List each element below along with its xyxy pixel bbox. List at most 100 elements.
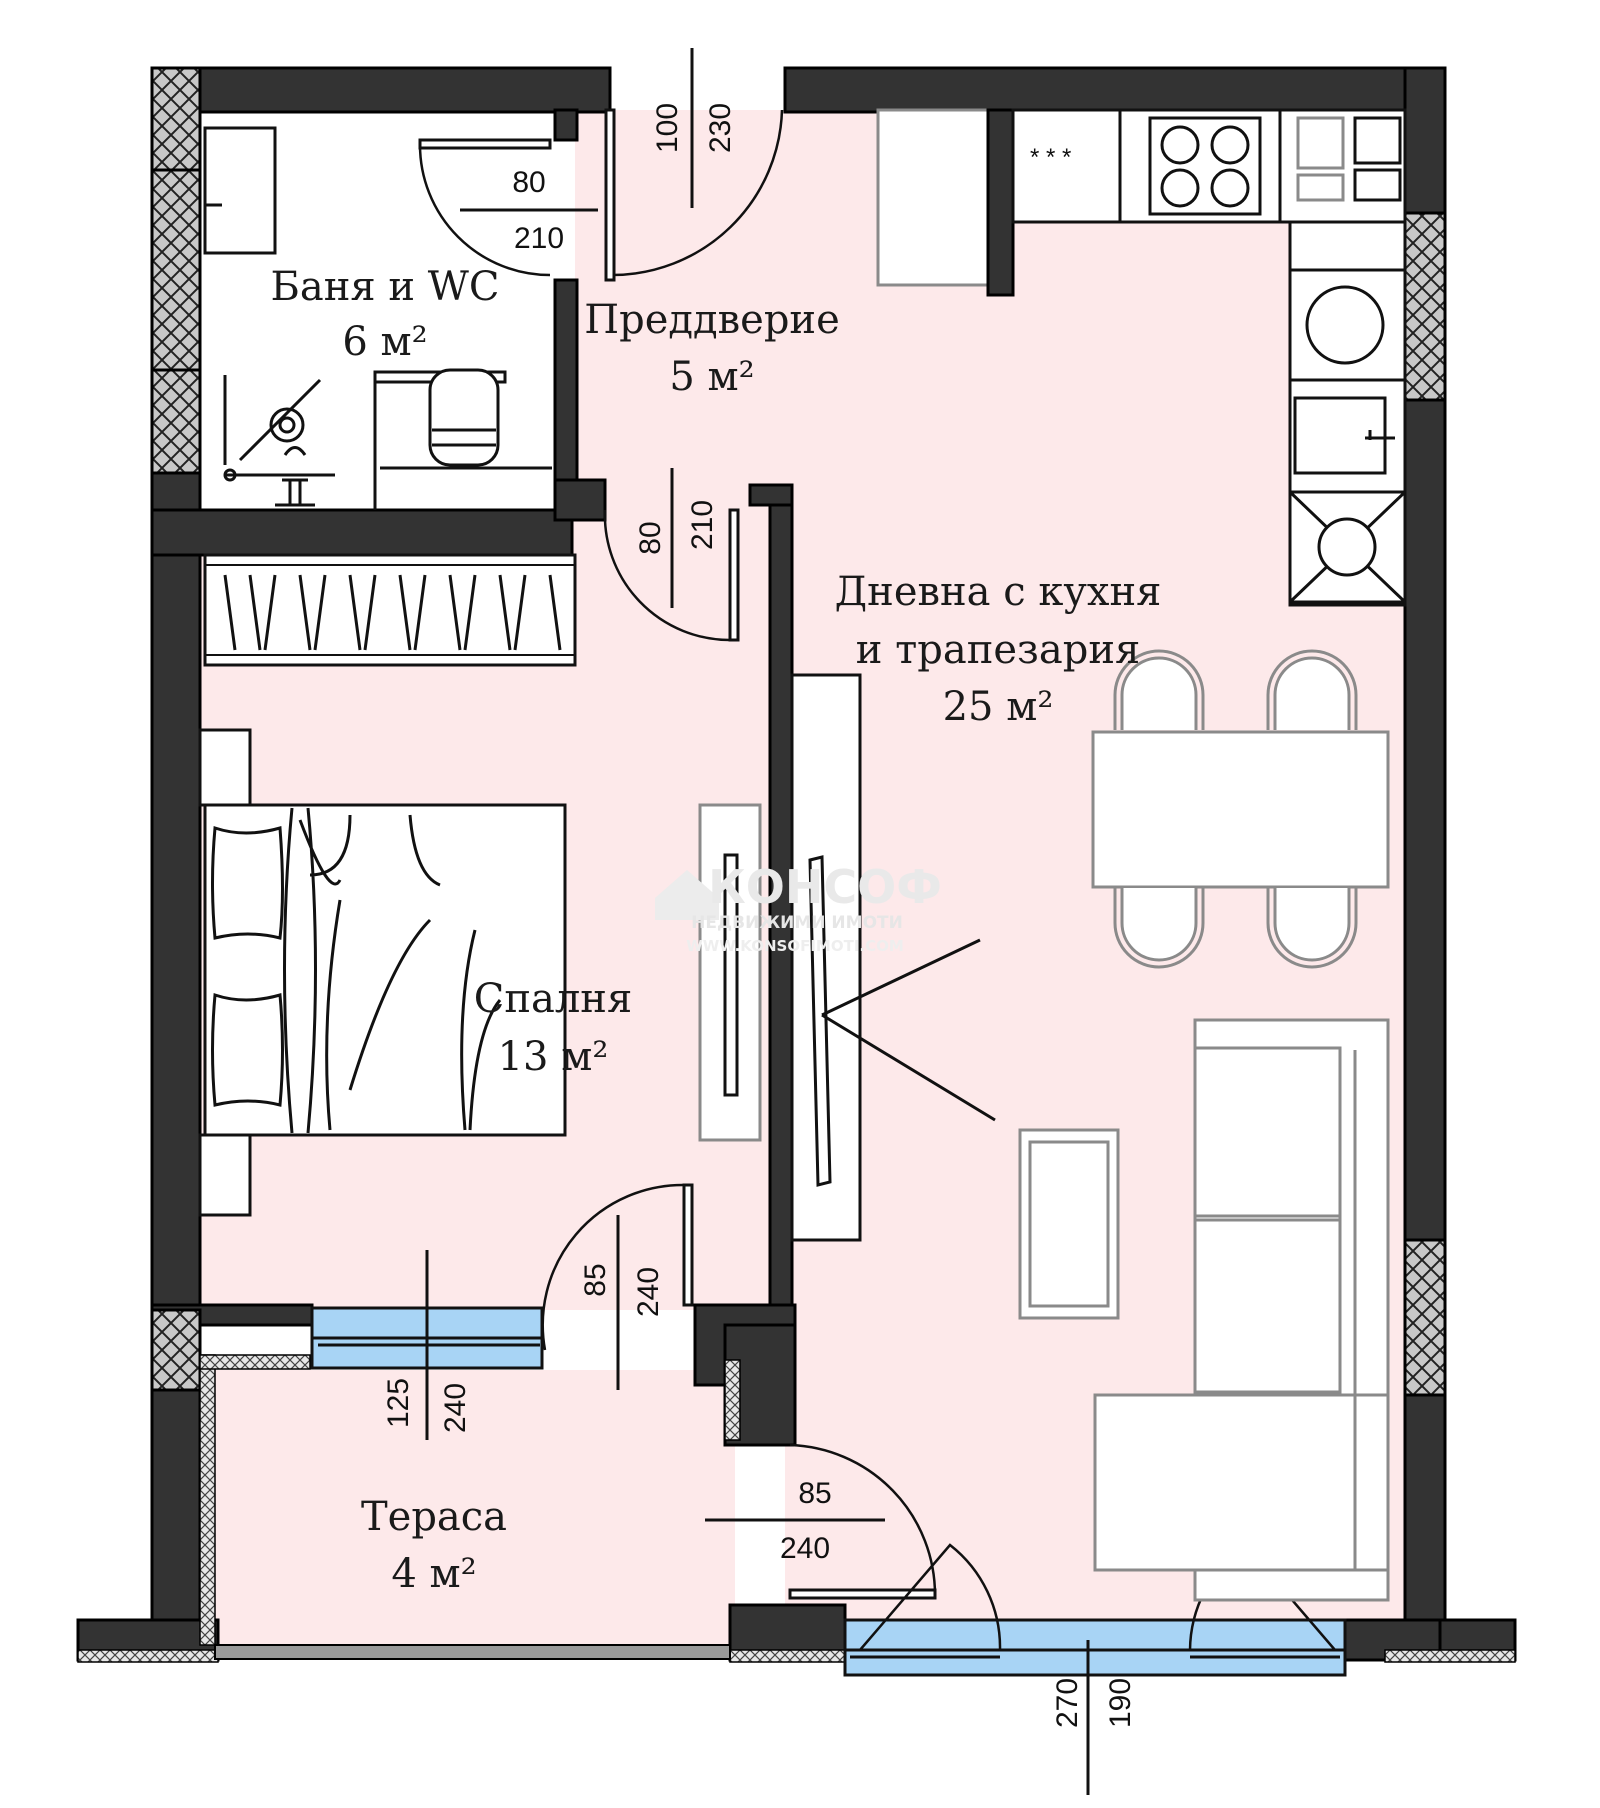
hatch-bottom-mid bbox=[729, 1649, 846, 1663]
living-area: 25 м² bbox=[943, 684, 1054, 730]
wall-bath-bottom bbox=[150, 508, 574, 557]
fridge bbox=[876, 108, 990, 287]
bedroom-door-leaf bbox=[728, 508, 740, 642]
corner-stove-burner bbox=[1317, 517, 1377, 577]
living-name-line1: Дневна с кухня bbox=[835, 569, 1162, 615]
oven-panel-left bbox=[1296, 116, 1345, 170]
washing-machine-drum bbox=[1305, 285, 1385, 365]
hob-burner-2 bbox=[1210, 125, 1250, 165]
bedroom-door-width: 80 bbox=[634, 521, 667, 554]
nightstand-top bbox=[198, 728, 252, 807]
hatch-right-lower bbox=[1403, 1238, 1447, 1397]
hatch-bottom-left bbox=[77, 1649, 219, 1663]
oven-panel-left-b bbox=[1296, 173, 1345, 202]
terrace-name: Тераса bbox=[361, 1494, 507, 1540]
watermark-house-icon bbox=[655, 870, 719, 920]
terrace-bedroom-door-swing bbox=[541, 1183, 686, 1351]
dimension-labels: 100 230 80 210 80 210 85 240 125 240 85 … bbox=[382, 48, 1137, 1795]
wall-top-right bbox=[783, 66, 1447, 114]
dining-chair-bl bbox=[1120, 888, 1198, 962]
living-window bbox=[843, 1618, 1347, 1677]
dining-chair-tl bbox=[1120, 656, 1198, 730]
entrance-door-swing bbox=[611, 109, 784, 277]
bedroom-door-swing bbox=[603, 509, 731, 642]
living-window-height: 190 bbox=[1104, 1678, 1137, 1728]
hatch-right-upper bbox=[1403, 211, 1447, 402]
hob-burner-3 bbox=[1160, 168, 1200, 208]
oven-panel-right bbox=[1353, 116, 1402, 165]
oven-panel-right-b bbox=[1353, 168, 1402, 202]
terrace-living-door-leaf bbox=[788, 1588, 937, 1600]
blanket bbox=[283, 807, 502, 1134]
hatch-left-terrace bbox=[150, 1308, 202, 1392]
hatch-left-upper bbox=[150, 66, 202, 475]
pillow-top bbox=[211, 825, 284, 940]
living-window-door-swing-left bbox=[859, 1543, 1002, 1651]
wall-left bbox=[150, 468, 202, 1317]
bed bbox=[198, 728, 567, 1217]
hatch-pillar bbox=[724, 1359, 741, 1441]
wall-top-left bbox=[198, 66, 612, 114]
sofa-chaise bbox=[1093, 1393, 1390, 1572]
terrace-bedroom-door-leaf bbox=[682, 1183, 694, 1307]
bedroom-window-width: 125 bbox=[382, 1378, 415, 1428]
terrace-area: 4 м² bbox=[391, 1551, 476, 1597]
hatch-bottom-right bbox=[1384, 1649, 1516, 1663]
watermark: КОНСОФ НЕДВИЖИМИ ИМОТИ WWW.KONSOFIMOTI.C… bbox=[655, 860, 942, 955]
floor-terrace bbox=[215, 1370, 735, 1645]
kitchen: * * * bbox=[876, 108, 1407, 607]
living-tv bbox=[808, 855, 832, 1187]
bathroom-fixtures bbox=[203, 126, 552, 510]
dining-table bbox=[1091, 730, 1390, 889]
bathroom-area: 6 м² bbox=[342, 319, 427, 365]
bathroom-door-leaf bbox=[418, 138, 552, 150]
entrance-door-leaf bbox=[604, 108, 616, 282]
entrance-area: 5 м² bbox=[669, 354, 754, 400]
watermark-tagline: НЕДВИЖИМИ ИМОТИ bbox=[691, 913, 903, 933]
hob-burner-1 bbox=[1160, 125, 1200, 165]
terrace-living-door-height: 240 bbox=[780, 1532, 830, 1565]
hatched-masonry bbox=[77, 66, 1516, 1663]
bathroom-name: Баня и WC bbox=[271, 264, 500, 310]
living-window-width: 270 bbox=[1051, 1678, 1084, 1728]
wall-bath-right bbox=[553, 278, 579, 512]
sofa-seat-2 bbox=[1193, 1218, 1342, 1394]
kitchen-divider bbox=[986, 108, 1015, 297]
living-tv-unit bbox=[790, 673, 996, 1242]
bedroom-tv-unit bbox=[698, 803, 762, 1142]
sofa-seat-1 bbox=[1193, 1046, 1342, 1218]
shower-mixer-icon bbox=[275, 446, 315, 507]
terrace-bedroom-door-width: 85 bbox=[579, 1263, 612, 1296]
wardrobe-hangers bbox=[223, 574, 562, 651]
bedroom-door-height: 210 bbox=[686, 500, 719, 550]
wall-right-top bbox=[1403, 66, 1447, 215]
wall-right-mid bbox=[1403, 398, 1447, 1242]
walls bbox=[76, 66, 1517, 1662]
hatch-terrace-top bbox=[199, 1354, 311, 1370]
terrace-railing bbox=[214, 1644, 731, 1660]
bedroom-tv bbox=[723, 853, 739, 1097]
hob bbox=[1148, 116, 1262, 216]
wall-terrace-left bbox=[150, 1358, 202, 1652]
wall-left-upper bbox=[150, 468, 202, 512]
dining-chair-tr bbox=[1273, 656, 1351, 730]
entrance-door-width: 100 bbox=[651, 103, 684, 153]
wall-bed-living-top bbox=[748, 483, 794, 507]
sofa-set bbox=[1018, 1018, 1390, 1602]
room-labels: Баня и WC 6 м² Преддверие 5 м² Дневна с … bbox=[271, 264, 1162, 1597]
watermark-url: WWW.KONSOFIMOTI.COM bbox=[686, 937, 904, 955]
living-name-line2: и трапезария bbox=[856, 627, 1140, 673]
terrace-living-door-width: 85 bbox=[798, 1477, 831, 1510]
entrance-name: Преддверие bbox=[584, 297, 840, 343]
bathroom-door-height: 210 bbox=[514, 222, 564, 255]
wall-bath-right-top bbox=[553, 108, 579, 142]
terrace-living-door-swing bbox=[789, 1443, 937, 1596]
dining-set bbox=[1091, 649, 1390, 969]
wardrobe bbox=[203, 553, 577, 667]
shower-drain-icon bbox=[269, 407, 305, 443]
wall-right-bottom bbox=[1403, 1393, 1447, 1647]
hatch-terrace-edge bbox=[199, 1354, 216, 1646]
counter-dots: * * * bbox=[1030, 144, 1071, 171]
bedroom-window-height: 240 bbox=[439, 1383, 472, 1433]
